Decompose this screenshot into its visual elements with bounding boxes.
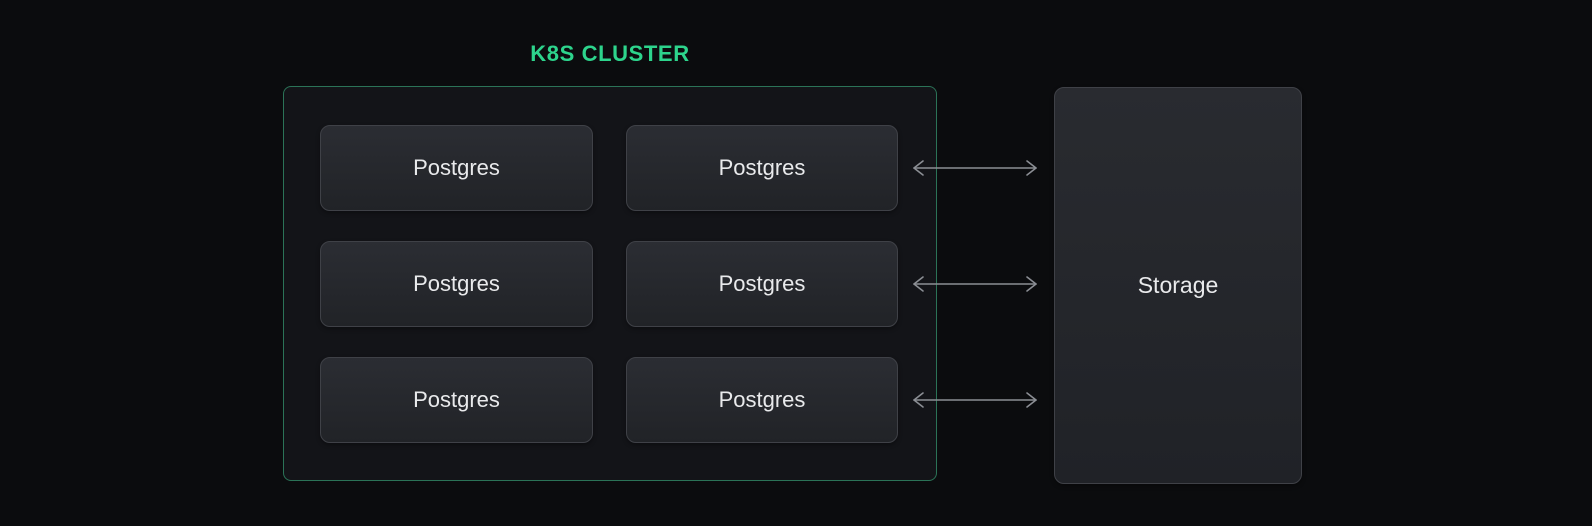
postgres-node-6: Postgres	[626, 357, 898, 443]
postgres-node-1: Postgres	[320, 125, 593, 211]
bidirectional-arrow-1	[902, 157, 1048, 179]
postgres-node-5: Postgres	[320, 357, 593, 443]
storage-label: Storage	[1137, 272, 1219, 298]
postgres-node-2: Postgres	[626, 125, 898, 211]
bidirectional-arrow-2	[902, 273, 1048, 295]
bidirectional-arrow-3	[902, 389, 1048, 411]
postgres-node-3: Postgres	[320, 241, 593, 327]
postgres-node-4: Postgres	[626, 241, 898, 327]
cluster-title: K8S CLUSTER	[530, 41, 690, 66]
storage-box: Storage	[1054, 87, 1302, 484]
